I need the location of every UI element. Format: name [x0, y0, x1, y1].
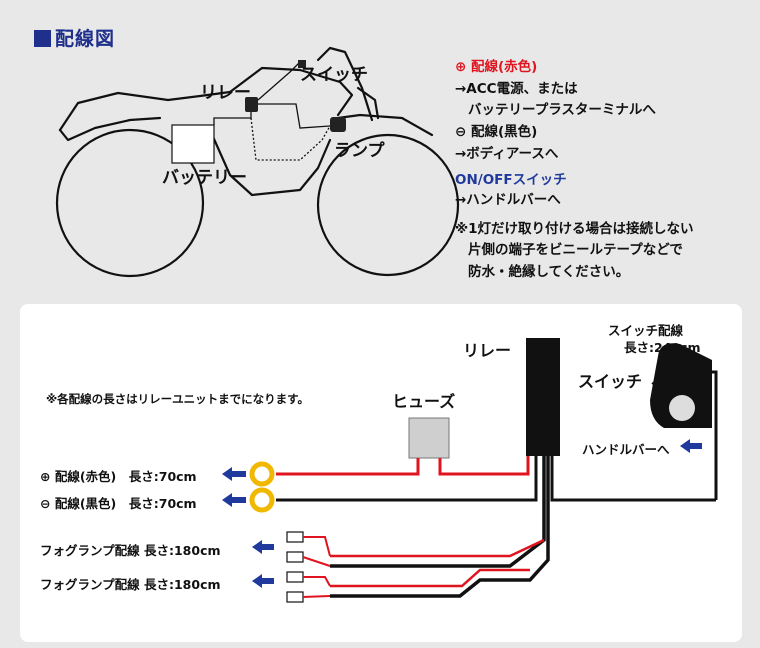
engine-frame	[208, 128, 332, 197]
relay-icon	[245, 97, 258, 112]
black-wire-label: ⊖ 配線(黒色) 長さ:70cm	[40, 496, 197, 511]
rear-fender	[58, 116, 162, 142]
tank-outline	[228, 66, 354, 117]
front-fork	[316, 46, 374, 122]
note-caution-3: 防水・絶縁してください。	[468, 264, 630, 280]
switch-wire-length: 長さ:240cm	[624, 340, 701, 355]
fog1-arrow-icon	[252, 540, 274, 554]
note-plus-line1: →ACC電源、または	[455, 81, 578, 97]
rear-wheel	[55, 128, 205, 278]
seat-outline	[58, 90, 232, 132]
red-wire-relay	[438, 456, 530, 476]
switch-pointer	[651, 371, 669, 385]
fuse-box	[408, 417, 450, 459]
fog2-conn-a	[286, 571, 304, 583]
relay-lamp-wire	[258, 103, 331, 129]
note-plus-red: ⊕ 配線(赤色)	[455, 59, 538, 75]
front-wheel	[316, 133, 460, 277]
title-square-icon	[34, 30, 51, 47]
handlebar-label: ハンドルバーへ	[582, 442, 670, 457]
note-onoff-line: →ハンドルバーへ	[455, 192, 561, 208]
bike-switch-label: スイッチ	[300, 65, 368, 85]
relay-switch-wire	[550, 456, 716, 502]
handlebar-arrow-icon	[680, 439, 702, 453]
bike-lamp-label: ランプ	[334, 141, 385, 161]
fuse-label: ヒューズ	[392, 392, 456, 411]
note-minus-line: →ボディアースへ	[455, 146, 559, 162]
note-onoff: ON/OFFスイッチ	[455, 172, 567, 188]
fog1-conn-a	[286, 531, 304, 543]
black-arrow-icon	[222, 493, 246, 507]
note-minus-black: ⊖ 配線(黒色)	[455, 124, 538, 140]
red-wire	[276, 458, 420, 476]
switch-wire-label: スイッチ配線	[608, 323, 684, 338]
front-fender	[336, 113, 434, 137]
switch-button	[669, 395, 695, 421]
battery-box	[171, 124, 215, 164]
switch-wire-line	[704, 370, 718, 500]
fog-wire-1-red	[330, 538, 545, 558]
black-wire	[276, 456, 538, 502]
note-plus-line2: バッテリープラスターミナルへ	[468, 102, 656, 118]
lamp-wire	[250, 117, 331, 161]
battery-wire	[213, 112, 252, 125]
note-caution-1: ※1灯だけ取り付ける場合は接続しない	[455, 221, 694, 237]
fog2-arrow-icon	[252, 574, 274, 588]
headlight-cowl	[356, 86, 380, 120]
motorcycle-illustration	[55, 46, 460, 278]
fog-wire-2-label: フォグランプ配線 長さ:180cm	[40, 577, 221, 592]
fog-wire-1-label: フォグランプ配線 長さ:180cm	[40, 543, 221, 558]
bike-relay-label: リレー	[200, 83, 251, 103]
lamp-icon	[330, 117, 346, 132]
switch-label: スイッチ	[578, 372, 643, 391]
page-title: 配線図	[34, 24, 115, 51]
black-ring-terminal	[249, 487, 275, 513]
switch-body	[650, 343, 712, 428]
relay-label: リレー	[463, 341, 512, 360]
red-ring-terminal	[249, 461, 275, 487]
fog1-leads	[302, 536, 331, 567]
fog2-leads	[302, 576, 331, 598]
note-caution-2: 片側の端子をビニールテープなどで	[468, 242, 683, 258]
relay-block	[526, 338, 560, 456]
red-wire-label: ⊕ 配線(赤色) 長さ:70cm	[40, 469, 197, 484]
fog2-conn-b	[286, 591, 304, 603]
bike-battery-label: バッテリー	[162, 168, 247, 188]
fog-wire-2-red	[330, 568, 530, 588]
red-arrow-icon	[222, 467, 246, 481]
switch-icon	[298, 60, 306, 68]
switch-wire	[257, 61, 301, 101]
fog-wire-2-black	[330, 456, 550, 598]
length-note: ※各配線の長さはリレーユニットまでになります。	[46, 392, 310, 406]
fog1-conn-b	[286, 551, 304, 563]
title-text: 配線図	[55, 28, 116, 50]
fog-wire-1-black	[330, 456, 546, 568]
